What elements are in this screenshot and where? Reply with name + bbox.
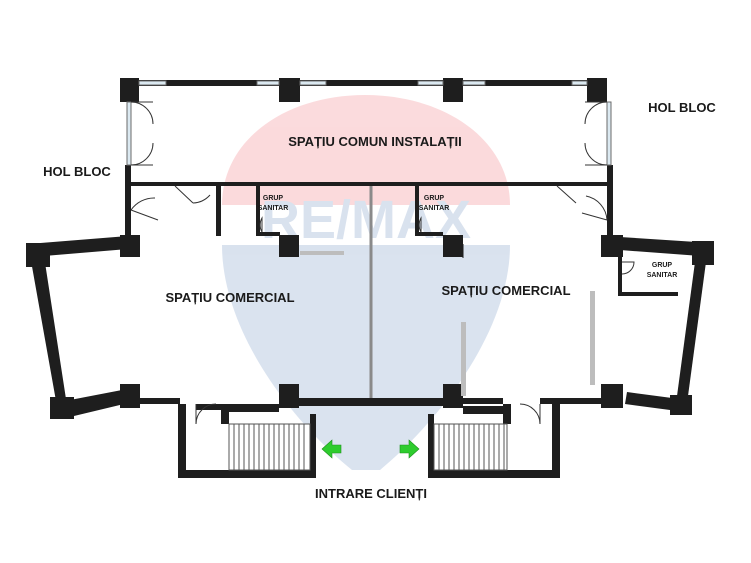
doors bbox=[130, 101, 635, 425]
stairs-left bbox=[228, 423, 311, 471]
label-toilet-left-line1: GRUP bbox=[263, 195, 284, 202]
label-entrance: INTRARE CLIENȚI bbox=[315, 486, 427, 501]
label-commercial-left: SPAȚIU COMERCIAL bbox=[165, 290, 294, 305]
label-hall-left: HOL BLOC bbox=[43, 164, 111, 179]
label-commercial-right: SPAȚIU COMERCIAL bbox=[441, 283, 570, 298]
label-hall-right: HOL BLOC bbox=[648, 100, 716, 115]
stairs-right bbox=[433, 423, 508, 471]
label-common-space: SPAȚIU COMUN INSTALAȚII bbox=[288, 134, 462, 149]
label-toilet-middle-line2: SANITAR bbox=[419, 205, 450, 212]
label-toilet-left-line2: SANITAR bbox=[258, 205, 289, 212]
remax-watermark: RE/MAX bbox=[222, 95, 510, 470]
partitions bbox=[300, 186, 595, 398]
arrow-left-icon bbox=[321, 439, 342, 459]
walls bbox=[26, 78, 714, 478]
label-toilet-right-line2: SANITAR bbox=[647, 272, 678, 279]
label-toilet-middle-line1: GRUP bbox=[424, 195, 445, 202]
label-toilet-right-line1: GRUP bbox=[652, 262, 673, 269]
windows bbox=[126, 80, 612, 166]
arrow-right-icon bbox=[399, 439, 420, 459]
